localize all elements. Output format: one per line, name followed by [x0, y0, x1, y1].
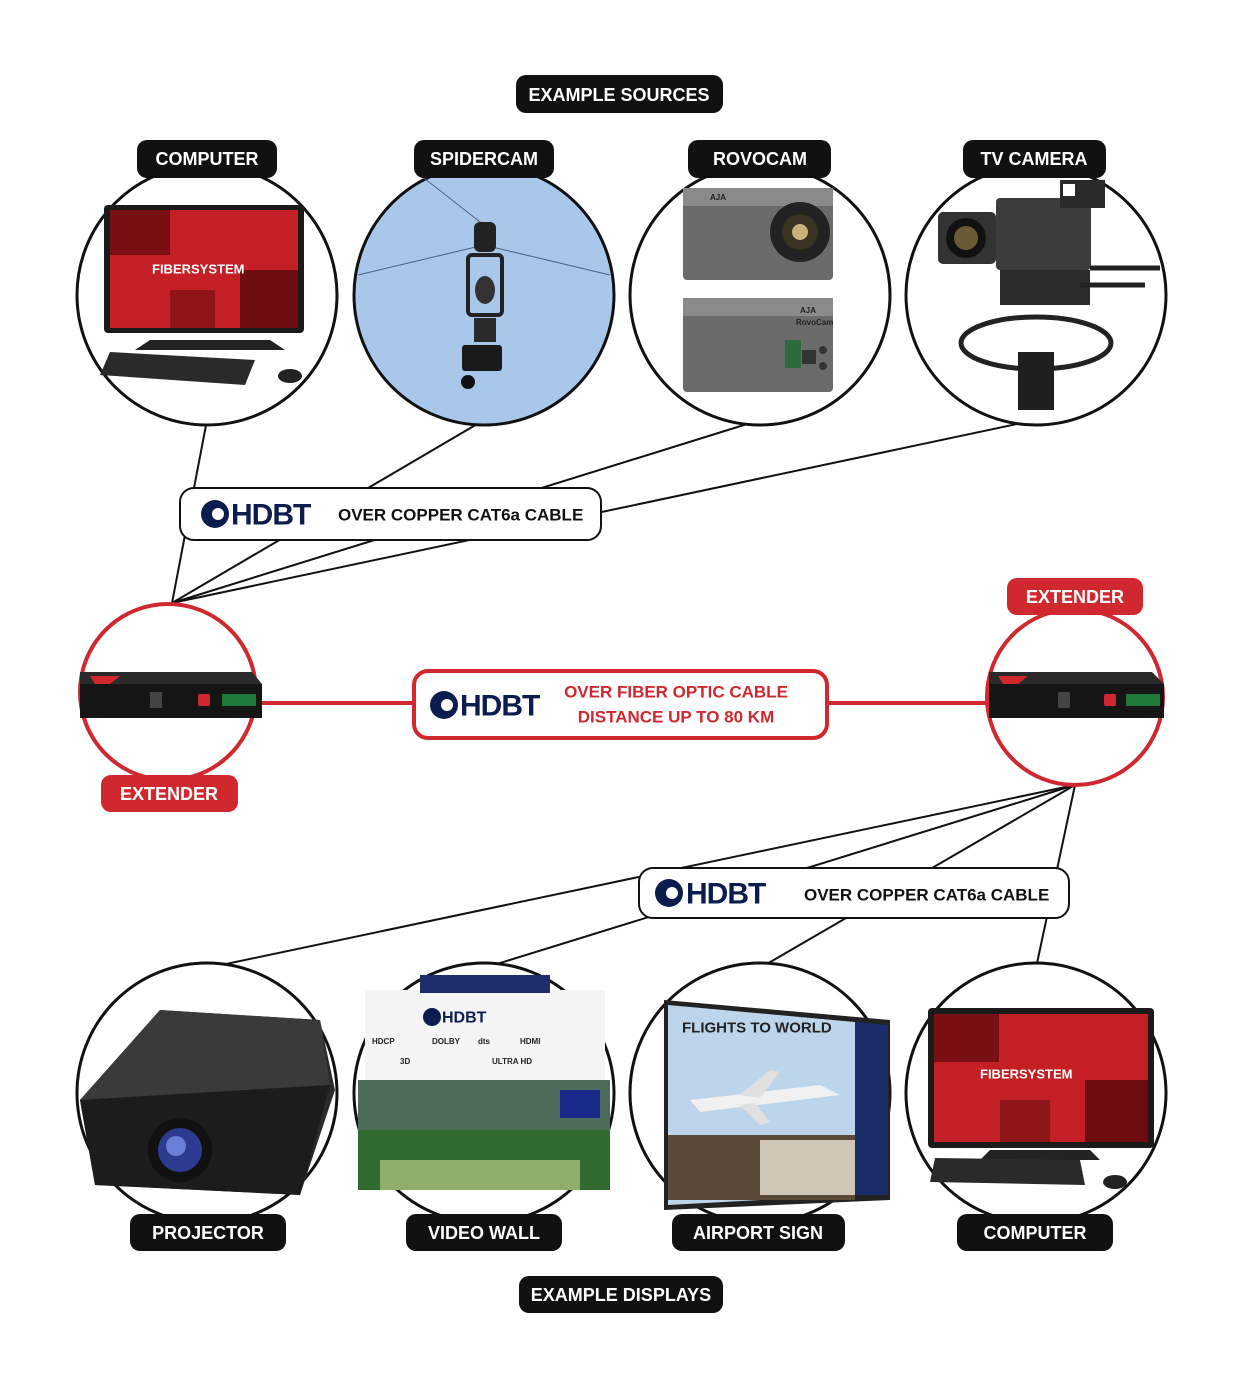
airport-sign-icon: FLIGHTS TO WORLD: [664, 1000, 890, 1210]
svg-text:OVER COPPER CAT6a CABLE: OVER COPPER CAT6a CABLE: [338, 506, 583, 525]
svg-text:HDBT: HDBT: [442, 1010, 487, 1027]
svg-text:EXAMPLE SOURCES: EXAMPLE SOURCES: [528, 85, 709, 105]
svg-text:HDBT: HDBT: [460, 690, 540, 723]
source-tv-camera[interactable]: TV CAMERA: [904, 140, 1168, 427]
svg-text:RovoCam: RovoCam: [796, 318, 833, 327]
svg-text:EXTENDER: EXTENDER: [1026, 587, 1124, 607]
hdbaset-logo-icon: HDBT: [430, 690, 541, 723]
extender-device-icon: [80, 672, 262, 718]
extender-device-icon: [989, 672, 1164, 718]
bottom-cable-label: HDBT OVER COPPER CAT6a CABLE: [638, 867, 1070, 919]
svg-text:FLIGHTS TO WORLD: FLIGHTS TO WORLD: [682, 1020, 832, 1037]
svg-text:dts: dts: [478, 1037, 491, 1046]
right-extender[interactable]: EXTENDER: [985, 578, 1165, 787]
display-video-wall[interactable]: HDBT HDCP DOLBY dts HDMI 3D ULTRA HD VID…: [352, 961, 616, 1251]
svg-text:3D: 3D: [400, 1057, 410, 1066]
spidercam-icon: [357, 174, 611, 389]
svg-text:ULTRA HD: ULTRA HD: [492, 1057, 532, 1066]
rovocam-icon: AJA AJA RovoCam: [683, 188, 833, 392]
svg-text:AJA: AJA: [710, 193, 726, 202]
svg-text:HDBT: HDBT: [686, 878, 766, 911]
hdbaset-logo-icon: HDBT: [201, 499, 312, 532]
svg-text:DISTANCE UP TO 80 KM: DISTANCE UP TO 80 KM: [578, 708, 774, 727]
computer-icon: FIBERSYSTEM: [100, 205, 304, 385]
display-airport-sign[interactable]: FLIGHTS TO WORLD AIRPORT SIGN: [628, 961, 892, 1251]
svg-text:COMPUTER: COMPUTER: [984, 1223, 1087, 1243]
video-wall-icon: HDBT HDCP DOLBY dts HDMI 3D ULTRA HD: [358, 975, 610, 1190]
hdbaset-logo-icon: HDBT: [655, 878, 767, 911]
svg-text:HDMI: HDMI: [520, 1037, 540, 1046]
svg-text:FIBERSYSTEM: FIBERSYSTEM: [980, 1067, 1072, 1082]
source-computer[interactable]: FIBERSYSTEM COMPUTER: [75, 140, 339, 427]
svg-text:SPIDERCAM: SPIDERCAM: [430, 149, 538, 169]
example-displays-label: EXAMPLE DISPLAYS: [519, 1276, 723, 1313]
projector-icon: [80, 1010, 335, 1195]
svg-text:EXTENDER: EXTENDER: [120, 784, 218, 804]
svg-text:DOLBY: DOLBY: [432, 1037, 461, 1046]
source-rovocam[interactable]: AJA AJA RovoCam ROVOCAM: [628, 140, 892, 427]
svg-text:AIRPORT SIGN: AIRPORT SIGN: [693, 1223, 823, 1243]
svg-text:OVER COPPER CAT6a CABLE: OVER COPPER CAT6a CABLE: [804, 886, 1049, 905]
example-sources-label: EXAMPLE SOURCES: [516, 75, 723, 113]
top-cable-label: HDBT OVER COPPER CAT6a CABLE: [179, 487, 602, 541]
svg-text:HDBT: HDBT: [231, 499, 311, 532]
svg-text:FIBERSYSTEM: FIBERSYSTEM: [152, 262, 244, 277]
svg-text:OVER FIBER OPTIC CABLE: OVER FIBER OPTIC CABLE: [564, 683, 788, 702]
display-computer[interactable]: FIBERSYSTEM COMPUTER: [904, 961, 1168, 1251]
svg-text:HDCP: HDCP: [372, 1037, 395, 1046]
svg-text:PROJECTOR: PROJECTOR: [152, 1223, 264, 1243]
fiber-cable-label: HDBT OVER FIBER OPTIC CABLE DISTANCE UP …: [412, 669, 829, 740]
svg-text:ROVOCAM: ROVOCAM: [713, 149, 807, 169]
source-spidercam[interactable]: SPIDERCAM: [352, 140, 616, 427]
tv-camera-icon: [938, 180, 1160, 410]
svg-text:AJA: AJA: [800, 306, 816, 315]
svg-text:EXAMPLE DISPLAYS: EXAMPLE DISPLAYS: [531, 1285, 711, 1305]
svg-text:TV CAMERA: TV CAMERA: [981, 149, 1088, 169]
svg-text:COMPUTER: COMPUTER: [156, 149, 259, 169]
left-extender[interactable]: EXTENDER: [78, 602, 262, 812]
computer-icon: FIBERSYSTEM: [928, 1008, 1154, 1189]
svg-text:VIDEO WALL: VIDEO WALL: [428, 1223, 540, 1243]
display-projector[interactable]: PROJECTOR: [75, 961, 339, 1251]
